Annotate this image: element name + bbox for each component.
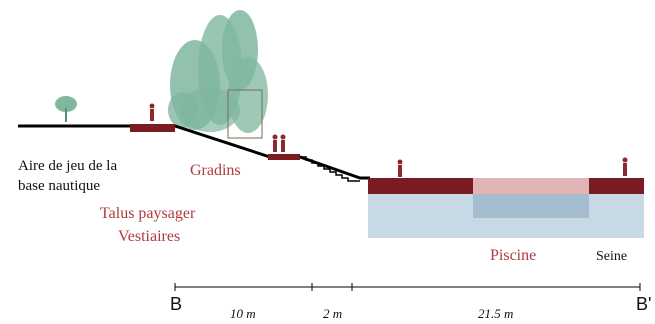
- stair-steps: [300, 156, 360, 182]
- pool-deck-right: [589, 178, 644, 194]
- person-figure: [272, 134, 286, 152]
- pool-surface: [473, 178, 589, 194]
- person-figure: [622, 157, 628, 176]
- dimension-label: 2 m: [323, 306, 342, 321]
- label-aire-line2: base nautique: [18, 178, 100, 194]
- label-seine: Seine: [596, 249, 627, 264]
- label-aire-line1: Aire de jeu de la: [18, 158, 117, 174]
- section-end-marker: B': [636, 294, 651, 314]
- label-vestiaires: Vestiaires: [118, 228, 180, 245]
- upper-deck: [130, 124, 175, 132]
- person-figure: [149, 103, 155, 121]
- pool-basin: [473, 194, 589, 218]
- dimension-label: 10 m: [230, 306, 256, 321]
- dimension-label: 21.5 m: [478, 306, 513, 321]
- label-talus: Talus paysager: [100, 205, 196, 222]
- label-piscine: Piscine: [490, 247, 536, 264]
- section-start-marker: B: [170, 294, 182, 314]
- middle-deck: [268, 154, 300, 160]
- pool-deck-left: [368, 178, 473, 194]
- label-gradins: Gradins: [190, 162, 241, 179]
- person-figure: [397, 159, 403, 177]
- tree-cluster: [168, 10, 268, 139]
- small-tree: [55, 96, 77, 122]
